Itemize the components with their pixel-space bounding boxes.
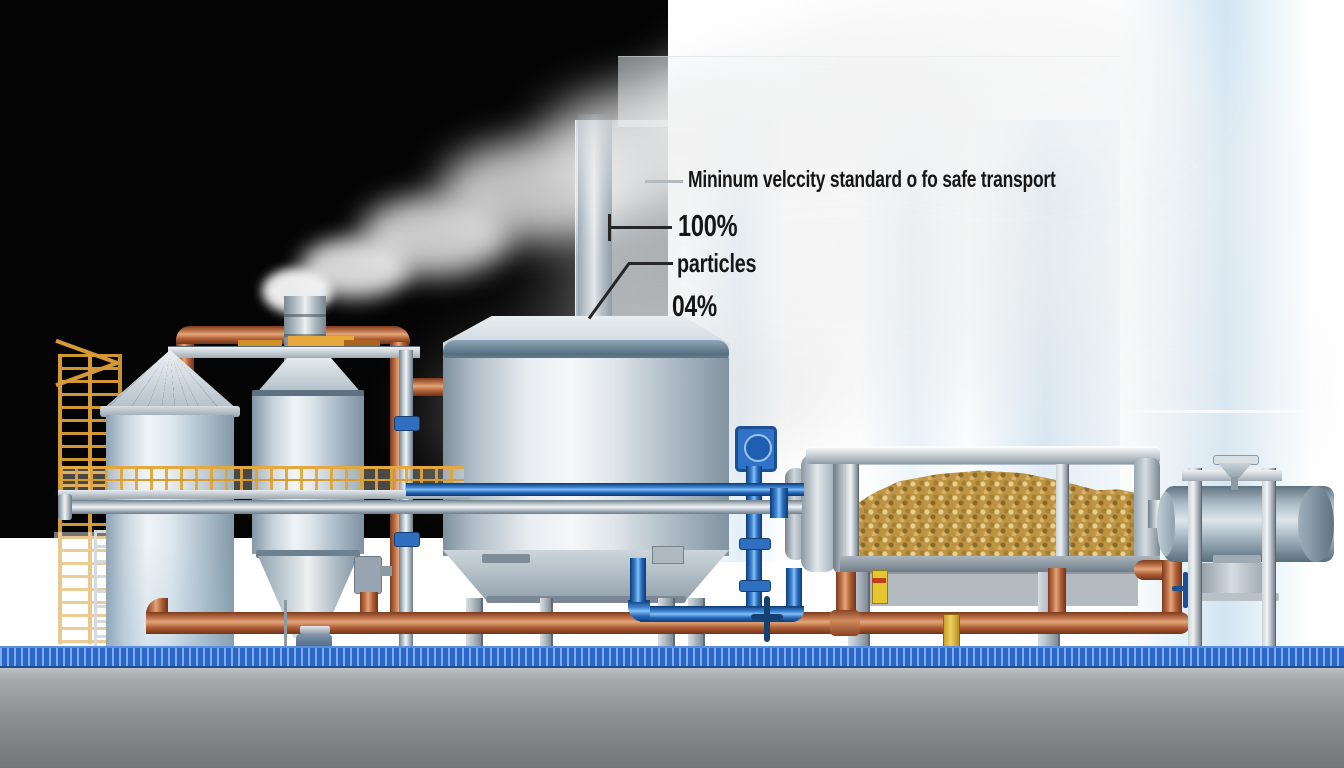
annotation-particles: particles [677,248,757,278]
tank-base [486,596,686,603]
conveyor-under-panel [866,572,1044,606]
orange-pipe-riser [1048,568,1066,616]
annotation-title: Mininum velccity standard o fo safe tran… [688,166,1056,192]
silo-eave [100,406,240,417]
cyclone-side-stub [380,566,392,576]
right-cylinder-endcap [1298,486,1334,562]
silo-body [106,415,234,647]
discharge-rod [284,600,287,646]
annotation-100-percent: 100% [678,208,738,243]
conveyor-under-panel [1062,572,1138,606]
conveyor-bottom-band [840,556,1160,572]
panel-edge-line [1308,190,1312,610]
blue-pipe-tank-drop [630,558,646,602]
control-box-dial [744,434,772,462]
catwalk-deck [58,490,468,499]
orange-pipe-bottom-run [146,612,1190,634]
platform-beam [168,346,420,358]
right-cylinder-front [1157,492,1175,556]
conveyor-end-ring [801,454,837,572]
tank-fitting-box [652,546,684,564]
leader-line-100 [611,226,672,229]
blue-inlet-nozzle [770,488,788,518]
discharge-flange [300,626,330,634]
water-channel [0,646,1344,668]
cyclone-hopper-band [256,550,360,558]
orange-pipe-tee-stub [360,592,378,614]
blue-pipe-elbow [628,600,650,622]
annotation-04-percent: 04% [672,290,717,323]
pedestal-flange [1213,555,1261,564]
sensor-band [872,578,886,583]
catwalk-midrail [60,479,464,481]
orange-pipe-elbow [176,326,194,344]
pedestal-base [1193,593,1279,601]
title-leader-line [645,180,683,183]
blue-pipe-flange [739,538,771,550]
conveyor-frame-post [846,448,859,574]
concrete-floor [0,660,1344,768]
blue-pipe-drop [786,568,802,608]
yellow-drain-pipe [943,614,960,650]
blue-transport-pipe [406,483,804,496]
leader-line-particles [628,262,673,265]
conveyor-frame-post [1056,448,1069,574]
cyclone-side-motor [354,556,382,594]
pipe-collar-valve [394,532,420,547]
valve-wheel-icon [751,614,783,620]
blue-pipe-flange [739,580,771,592]
conveyor-top-rail [806,446,1160,464]
chimney-ring [284,334,326,337]
pipe-collar-valve [394,416,420,431]
stand-post [1262,468,1276,654]
orange-pipe-riser [836,572,856,616]
sensor-device [872,570,888,604]
funnel-stem [1231,477,1238,490]
tank-vent-slot [482,554,530,563]
silver-transport-pipe [62,500,802,514]
orange-pipe-elbow [388,326,410,344]
tank-body [443,358,729,556]
pipe-end-flange [58,494,72,520]
orange-pipe-stub-left [1134,560,1166,580]
orange-pipe-coupling [830,610,860,636]
chimney-ring [284,314,326,317]
cyclone-rim [252,390,364,398]
exhaust-duct [578,114,612,320]
panel-highlight-line [1120,410,1312,413]
leader-tick [608,214,611,241]
stand-post [1188,468,1202,654]
valve-handle-icon [1172,586,1198,591]
